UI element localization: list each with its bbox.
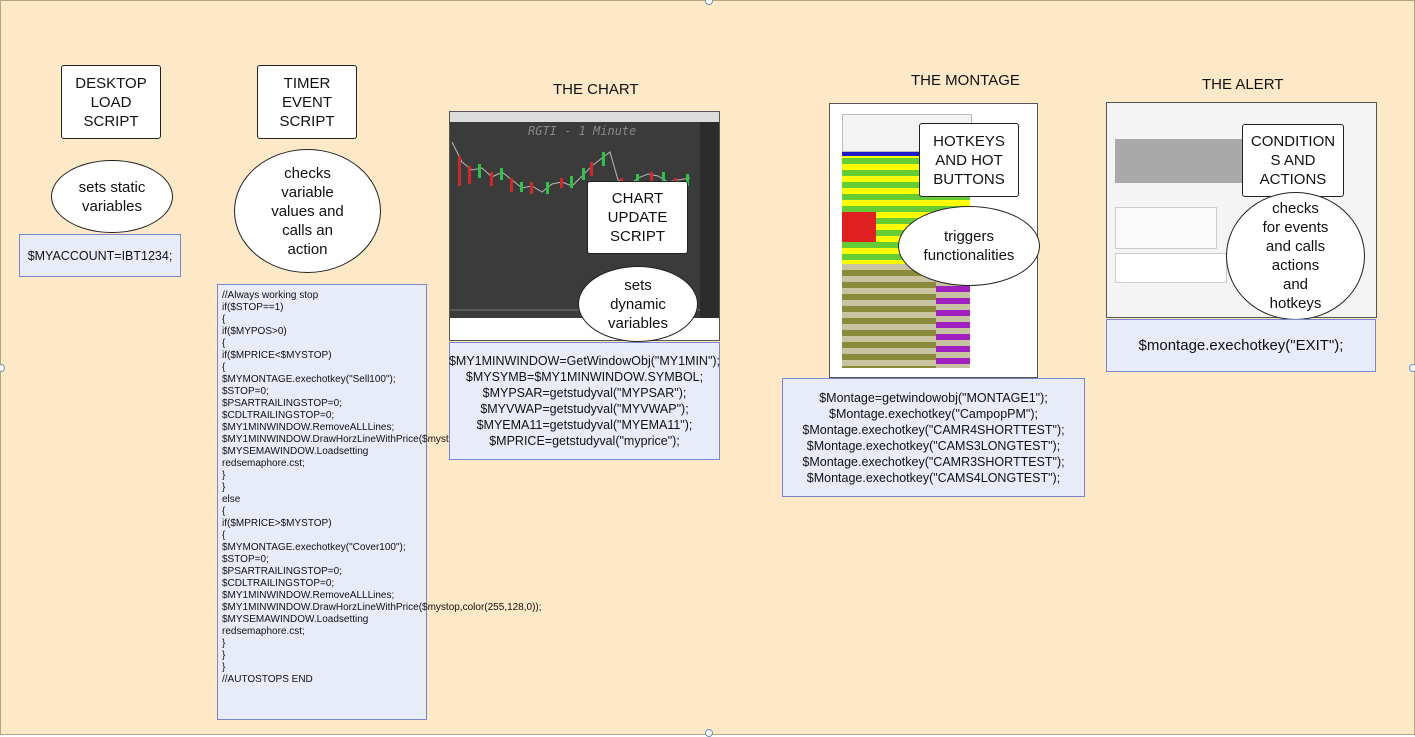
desktop-note-oval: sets static variables (51, 160, 173, 233)
timer-code-block: //Always working stop if($STOP==1) { if(… (217, 284, 542, 720)
resize-handle-left[interactable] (0, 364, 5, 372)
chart-price-axis (700, 122, 719, 318)
chart-candles-up (478, 152, 689, 194)
desktop-code-block: $MYACCOUNT=IBT1234; (19, 234, 181, 277)
chart-title: THE CHART (553, 81, 639, 98)
montage-note-oval: triggers functionalities (898, 206, 1040, 286)
chart-code-block: $MY1MINWINDOW=GetWindowObj("MY1MIN"); $M… (449, 342, 720, 460)
alert-conditions-box: CONDITION S AND ACTIONS (1242, 124, 1344, 197)
alert-code-block: $montage.exechotkey("EXIT"); (1106, 319, 1376, 372)
resize-handle-right[interactable] (1409, 364, 1415, 372)
montage-title: THE MONTAGE (911, 72, 1020, 89)
montage-red-block (842, 212, 876, 242)
alert-grid-area (1115, 139, 1243, 183)
chart-note-oval: sets dynamic variables (578, 266, 698, 342)
alert-title: THE ALERT (1202, 76, 1284, 93)
chart-watermark: RGTI - 1 Minute (528, 124, 637, 138)
alert-note-oval: checks for events and calls actions and … (1226, 192, 1365, 320)
chart-update-script-box: CHART UPDATE SCRIPT (587, 181, 688, 254)
alert-conditions-panel (1115, 207, 1217, 249)
alert-script-panel (1115, 253, 1227, 283)
montage-level2-asks (936, 274, 970, 368)
chart-candles-svg (450, 141, 700, 311)
resize-handle-top[interactable] (705, 0, 713, 5)
desktop-load-script-box: DESKTOP LOAD SCRIPT (61, 65, 161, 139)
timer-event-script-box: TIMER EVENT SCRIPT (257, 65, 357, 139)
montage-hotkeys-box: HOTKEYS AND HOT BUTTONS (919, 123, 1019, 197)
montage-code-block: $Montage=getwindowobj("MONTAGE1"); $Mont… (782, 378, 1085, 497)
timer-note-oval: checks variable values and calls an acti… (234, 149, 381, 273)
